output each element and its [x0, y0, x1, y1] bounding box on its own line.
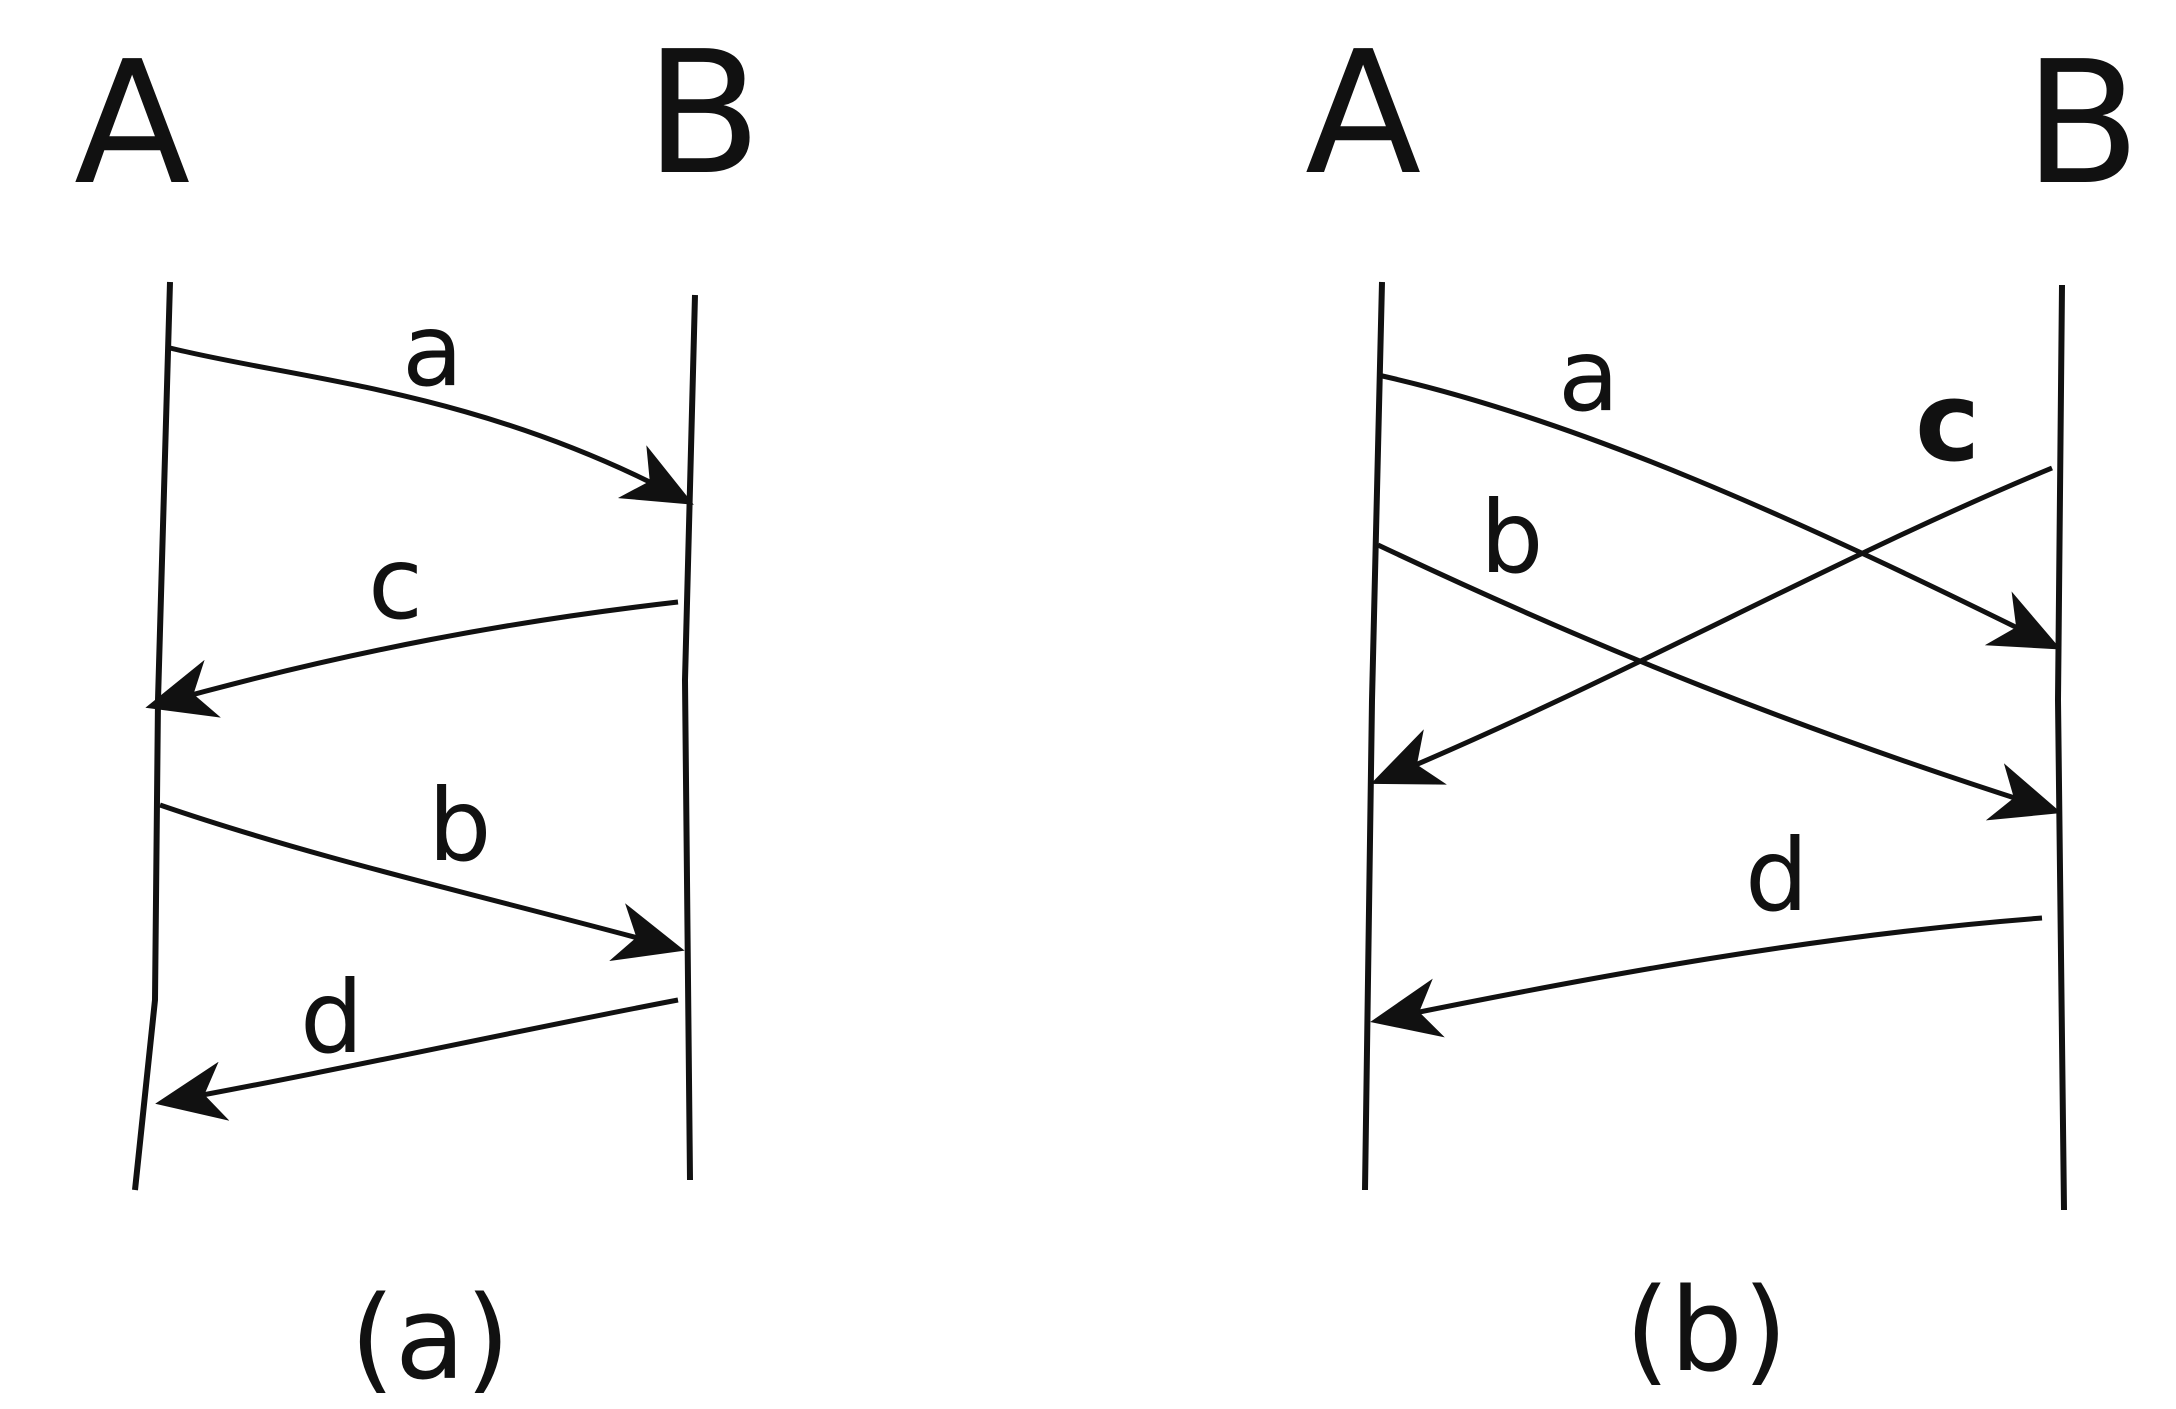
diagram-b-message-a-arrow	[1377, 372, 2061, 650]
diagram-a-lifeline-b	[681, 294, 698, 1181]
diagram-a-message-b-arrow	[159, 802, 685, 962]
diagram-b-message-a-label: a	[1558, 317, 1619, 434]
diagram-a-message-c-label: c	[368, 525, 423, 642]
diagram-a-message-b-label: b	[428, 767, 491, 884]
diagram-b: A B a b c d (b)	[1305, 15, 2141, 1398]
diagram-a-message-a-label: a	[402, 292, 463, 409]
diagram-b-message-d-arrow	[1370, 915, 2043, 1038]
diagram-a-lifeline-a	[132, 281, 173, 1191]
diagram-a-message-a-arrow	[169, 345, 694, 505]
diagram-b-message-d-label: d	[1745, 817, 1808, 934]
diagram-a: A B a c b d (a)	[74, 15, 762, 1406]
diagram-b-lifeline-b	[2054, 284, 2067, 1211]
diagram-b-message-b-label: b	[1480, 479, 1543, 596]
diagram-a-caption: (a)	[350, 1272, 510, 1406]
diagram-b-lifeline-b-label: B	[2024, 25, 2141, 223]
diagram-b-lifeline-a	[1362, 281, 1385, 1191]
diagram-b-message-b-arrow	[1376, 542, 2062, 821]
diagram-a-message-d-arrow	[155, 997, 679, 1121]
diagram-b-message-c-label: c	[1915, 358, 1980, 486]
diagram-a-lifeline-b-label: B	[645, 15, 762, 213]
diagram-a-lifeline-a-label: A	[74, 25, 190, 223]
diagram-a-message-d-label: d	[300, 959, 363, 1076]
diagram-b-lifeline-a-label: A	[1305, 15, 1421, 213]
diagram-b-caption: (b)	[1625, 1264, 1788, 1398]
diagram-a-message-c-arrow	[145, 599, 679, 718]
diagram-b-message-c-arrow	[1370, 465, 2053, 785]
